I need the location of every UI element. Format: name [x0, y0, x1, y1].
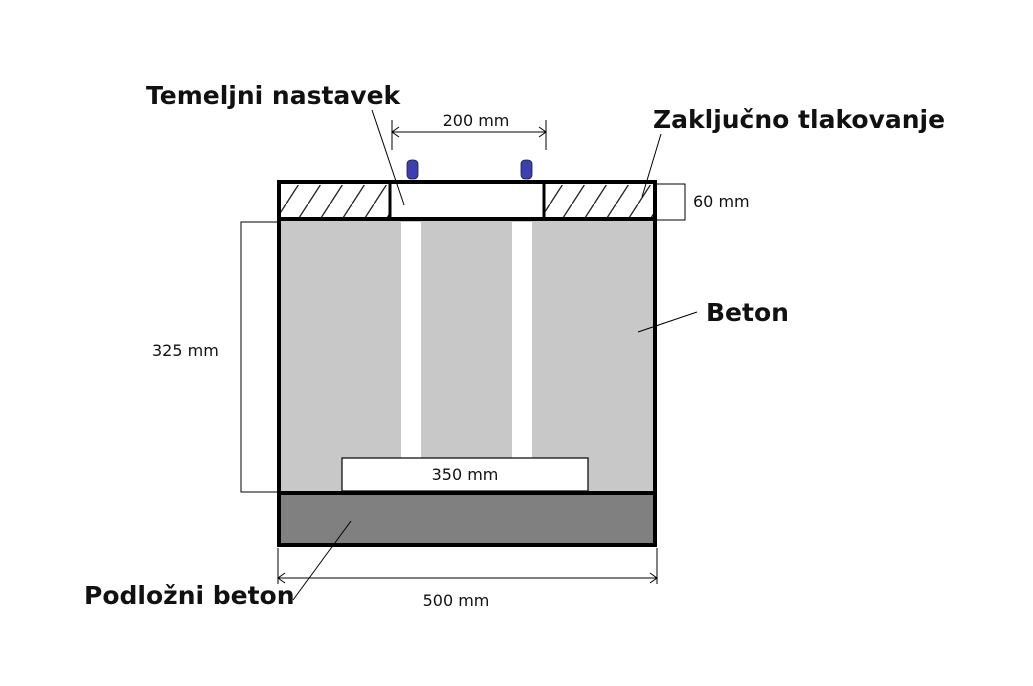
base-concrete-block	[279, 493, 655, 545]
bolt-left-icon	[406, 159, 419, 180]
label-foundation-extension: Temeljni nastavek	[146, 81, 402, 110]
dim-60-label: 60 mm	[693, 192, 750, 211]
dim-325-label: 325 mm	[152, 341, 219, 360]
dim-350-label: 350 mm	[432, 465, 499, 484]
label-concrete: Beton	[706, 298, 789, 327]
dim-200-arrow-right	[538, 126, 547, 138]
leader-base-concrete	[292, 520, 352, 601]
label-final-paving: Zaključno tlakovanje	[653, 105, 945, 134]
leader-foundation-extension	[371, 109, 405, 206]
outer-outline	[277, 180, 657, 547]
base-plate	[341, 457, 589, 492]
concrete-block	[279, 219, 655, 493]
dim-200-arrow-left	[391, 126, 400, 138]
dim-500-label: 500 mm	[423, 591, 490, 610]
rebar-right	[512, 222, 532, 458]
dim-60-box	[654, 183, 686, 221]
label-base-concrete: Podložni beton	[84, 581, 295, 610]
dim-200-label: 200 mm	[443, 111, 510, 130]
dim-500-arrow-left	[277, 572, 286, 584]
rebar-left	[401, 222, 421, 458]
paving-right-hatch	[545, 185, 653, 218]
leader-concrete	[637, 311, 698, 333]
paving-left-hatch	[281, 185, 389, 218]
leader-final-paving	[641, 133, 662, 198]
bolt-right-icon	[520, 159, 533, 180]
foundation-extension-plate	[392, 185, 543, 218]
dim-500-arrow-right	[649, 572, 658, 584]
dim-325-bracket	[240, 221, 279, 493]
